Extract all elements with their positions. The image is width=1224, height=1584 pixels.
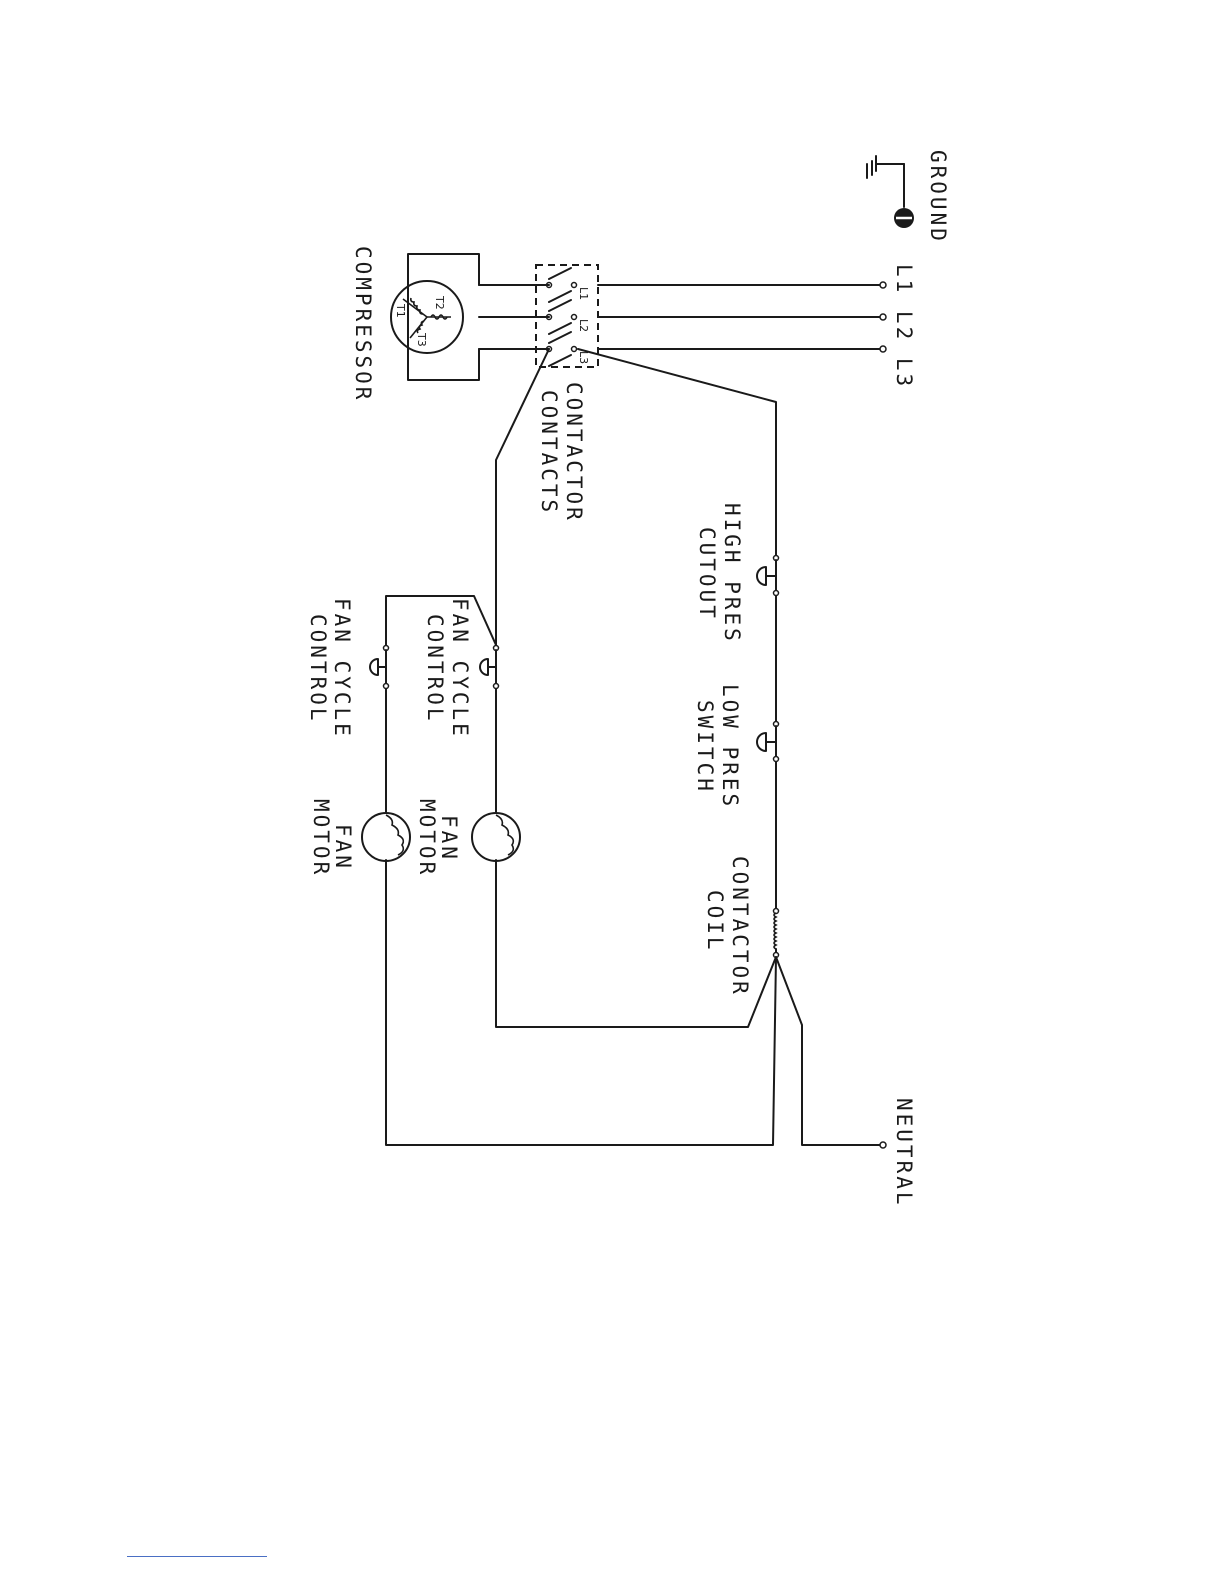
fan-cycle-control-b-label-line2: CONTROL	[306, 614, 330, 724]
footer-rule	[127, 1556, 267, 1557]
terminal-t3-label: T3	[415, 332, 428, 347]
low-pres-switch-label-line1: LOW PRES	[718, 684, 742, 809]
fan-cycle-control-a-label-line2: CONTROL	[423, 614, 447, 724]
neutral-wiring	[386, 860, 886, 1148]
compressor: T1 T2 T3	[391, 254, 549, 380]
contact-l2-label: L2	[577, 319, 590, 332]
supply-lines-label: L1 L2 L3	[892, 264, 916, 389]
ground-label: GROUND	[926, 150, 950, 244]
contactor-contacts-label-line2: CONTACTS	[537, 390, 561, 515]
fan-cycle-control-b-label-line1: FAN CYCLE	[330, 598, 354, 739]
high-pres-cutout-label-line1: HIGH PRES	[720, 503, 744, 644]
contactor-contacts-label-line1: CONTACTOR	[562, 382, 586, 523]
fan-motor-a-label-line2: MOTOR	[415, 799, 439, 877]
high-pres-cutout-label-line2: CUTOUT	[695, 527, 719, 621]
ground-symbol	[867, 156, 914, 228]
terminal-t2-label: T2	[433, 295, 446, 310]
compressor-label: COMPRESSOR	[351, 246, 375, 402]
fan-motor-a-label-line1: FAN	[437, 815, 461, 862]
contact-l3-label: L3	[577, 351, 590, 364]
fan-cycle-control-a-label-line1: FAN CYCLE	[448, 598, 472, 739]
supply-lines	[598, 282, 886, 352]
contactor-coil-label-line1: CONTACTOR	[728, 856, 752, 997]
low-pres-switch-label-line2: SWITCH	[693, 700, 717, 794]
contact-l1-label: L1	[577, 287, 590, 300]
fan-motor-b-label-line1: FAN	[331, 824, 355, 871]
fan-motor-b-label-line2: MOTOR	[309, 799, 333, 877]
neutral-label: NEUTRAL	[892, 1098, 916, 1208]
terminal-t1-label: T1	[394, 303, 407, 318]
contactor-coil-label-line2: COIL	[703, 890, 727, 953]
